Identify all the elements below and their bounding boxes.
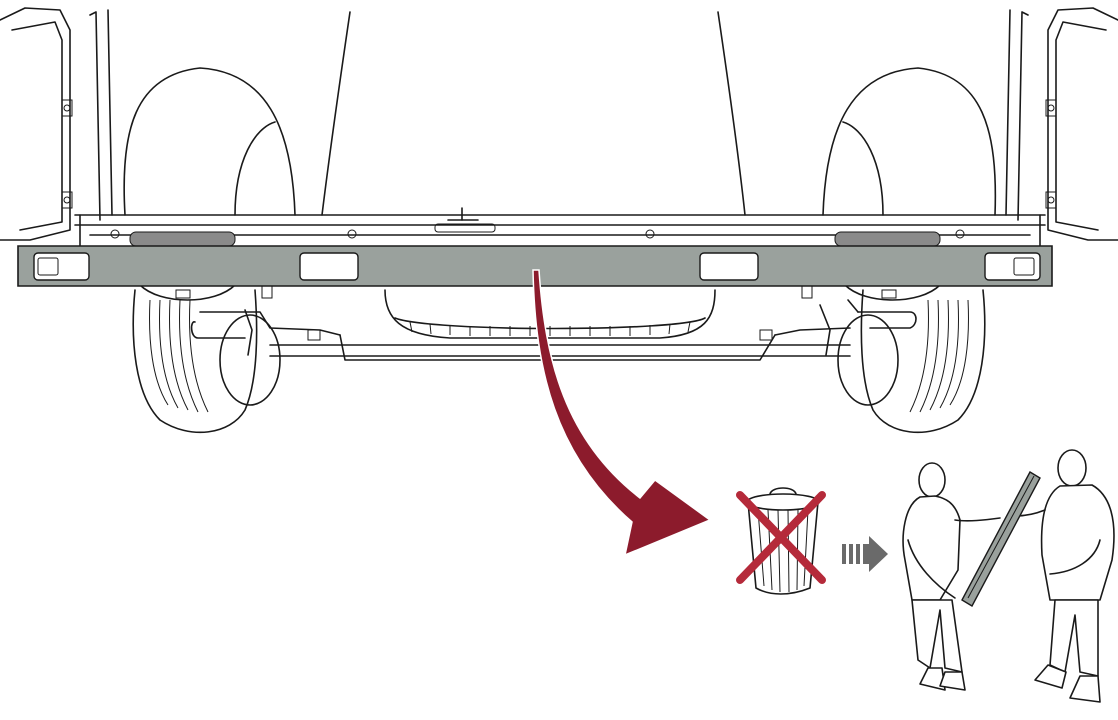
- forward-arrow-icon: [842, 536, 888, 572]
- van-rear-illustration: [0, 7, 1118, 434]
- cross-out-icon: [736, 491, 826, 584]
- two-people-carrying-part-icon: [902, 449, 1115, 703]
- removal-arrow-icon: [532, 269, 712, 557]
- rear-bumper-icon: [17, 245, 1053, 287]
